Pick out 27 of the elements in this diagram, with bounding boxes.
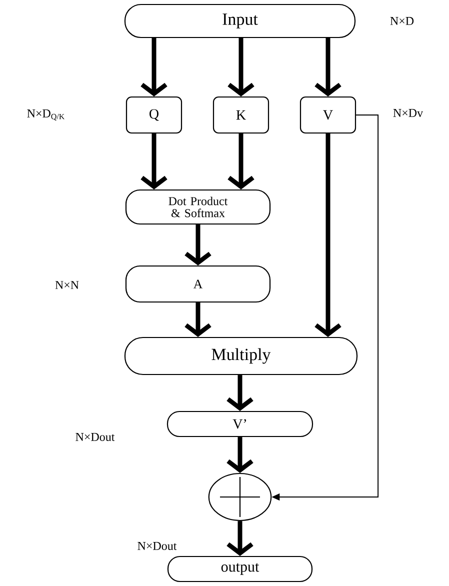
dimension-label: N×D bbox=[390, 17, 414, 25]
process-box: V’ bbox=[166, 410, 314, 438]
arrow bbox=[140, 134, 168, 190]
arrow bbox=[314, 38, 342, 96]
process-box: output bbox=[167, 556, 313, 582]
arrow bbox=[226, 521, 254, 556]
arrow bbox=[184, 302, 212, 337]
arrow bbox=[228, 134, 254, 190]
dimension-label: N×Dout bbox=[76, 433, 115, 441]
dimension-label: N×Dv bbox=[393, 109, 424, 117]
dimension-label: N×D$_{Q/K}$ bbox=[27, 110, 65, 120]
arrow bbox=[228, 38, 254, 96]
process-box: A bbox=[125, 265, 271, 303]
arrow bbox=[226, 437, 254, 473]
process-box: V bbox=[300, 96, 356, 134]
process-box: K bbox=[212, 96, 270, 134]
process-box: Multiply bbox=[124, 336, 358, 376]
process-box: Dot Product & Softmax bbox=[125, 189, 271, 225]
arrow bbox=[184, 224, 212, 266]
process-box: Q bbox=[126, 96, 182, 134]
arrow bbox=[226, 375, 254, 411]
arrow bbox=[314, 134, 342, 337]
dimension-label: N×Dout bbox=[138, 542, 177, 550]
process-box: Input bbox=[124, 4, 356, 38]
arrow bbox=[140, 38, 168, 96]
sum-circle bbox=[208, 472, 272, 522]
dimension-label: N×N bbox=[55, 281, 79, 289]
